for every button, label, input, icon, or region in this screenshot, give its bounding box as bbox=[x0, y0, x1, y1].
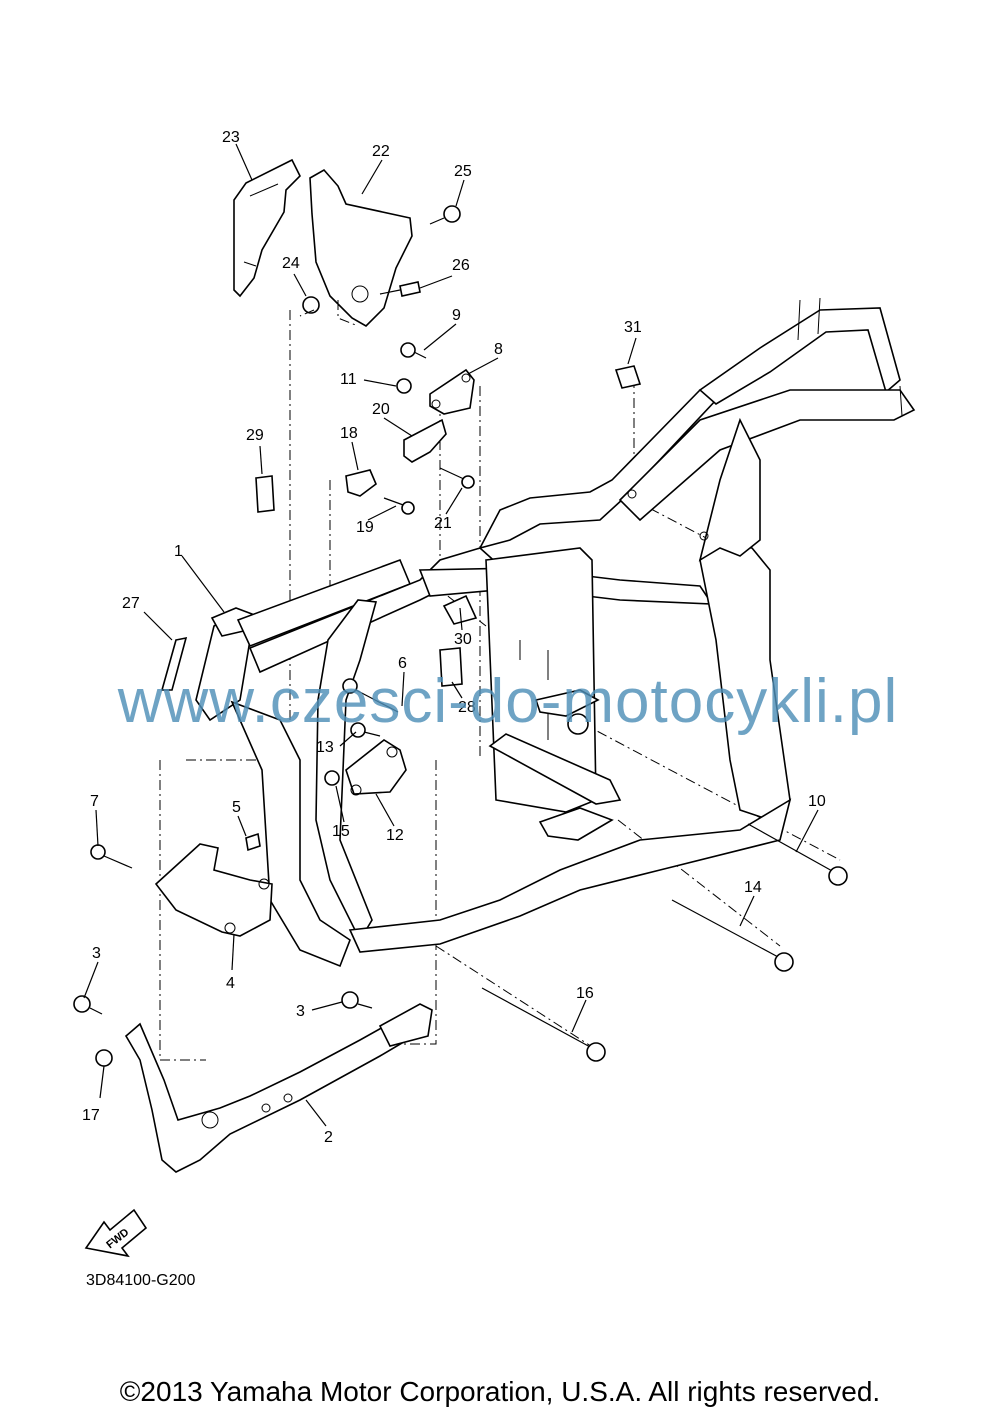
bracket-8 bbox=[429, 368, 475, 415]
collar-31 bbox=[614, 365, 642, 389]
callout-6: 6 bbox=[398, 655, 407, 672]
nut-11 bbox=[396, 378, 412, 394]
label-29 bbox=[255, 475, 275, 513]
callout-3a: 3 bbox=[92, 945, 101, 962]
bolt-21 bbox=[439, 467, 475, 489]
callout-21: 21 bbox=[434, 515, 452, 532]
main-frame bbox=[195, 297, 916, 968]
callout-28: 28 bbox=[458, 699, 476, 716]
bolt-14 bbox=[671, 899, 794, 972]
callout-27: 27 bbox=[122, 595, 140, 612]
callout-1: 1 bbox=[174, 543, 183, 560]
screw-26 bbox=[379, 281, 421, 297]
copyright-notice: ©2013 Yamaha Motor Corporation, U.S.A. A… bbox=[119, 1376, 881, 1407]
callout-20: 20 bbox=[372, 401, 390, 418]
fwd-arrow-icon: FWD bbox=[84, 1208, 148, 1258]
watermark-text: www.czesci-do-motocykli.pl bbox=[117, 667, 899, 736]
bolt-6 bbox=[342, 678, 399, 713]
callout-19: 19 bbox=[356, 519, 374, 536]
callout-13: 13 bbox=[316, 739, 334, 756]
callout-12: 12 bbox=[386, 827, 404, 844]
bracket-12 bbox=[345, 739, 407, 796]
bolt-25 bbox=[429, 205, 461, 225]
callout-24: 24 bbox=[282, 255, 300, 272]
side-cover-22 bbox=[309, 168, 413, 327]
callout-26: 26 bbox=[452, 257, 470, 274]
lower-cradle-2 bbox=[124, 1003, 433, 1173]
bracket-18 bbox=[345, 469, 377, 497]
callout-23: 23 bbox=[222, 129, 240, 146]
callout-5: 5 bbox=[232, 799, 241, 816]
callout-29: 29 bbox=[246, 427, 264, 444]
callout-4: 4 bbox=[226, 975, 235, 992]
callout-8: 8 bbox=[494, 341, 503, 358]
callout-7: 7 bbox=[90, 793, 99, 810]
bolt-9 bbox=[400, 342, 427, 359]
callout-25: 25 bbox=[454, 163, 472, 180]
bolt-19 bbox=[383, 497, 415, 515]
callout-30: 30 bbox=[454, 631, 472, 648]
bolt-10 bbox=[747, 823, 848, 886]
side-cover-23 bbox=[233, 158, 301, 298]
pad-27 bbox=[160, 636, 188, 691]
callout-18: 18 bbox=[340, 425, 358, 442]
engine-bracket-4 bbox=[154, 843, 273, 937]
nut-15 bbox=[324, 770, 340, 786]
diagram-code: 3D84100-G200 bbox=[86, 1272, 196, 1289]
callout-17: 17 bbox=[82, 1107, 100, 1124]
callout-2: 2 bbox=[324, 1129, 333, 1146]
callout-15: 15 bbox=[332, 823, 350, 840]
bolt-7 bbox=[90, 844, 133, 869]
callout-3b: 3 bbox=[296, 1003, 305, 1020]
callout-14: 14 bbox=[744, 879, 762, 896]
bolt-3-upper bbox=[73, 995, 103, 1015]
callout-9: 9 bbox=[452, 307, 461, 324]
leader-lines bbox=[83, 143, 819, 1127]
plate-5 bbox=[245, 832, 261, 852]
callout-10: 10 bbox=[808, 793, 826, 810]
bolt-16 bbox=[481, 987, 606, 1062]
nut-24 bbox=[302, 296, 320, 314]
bracket-20 bbox=[403, 418, 447, 463]
callout-31: 31 bbox=[624, 319, 642, 336]
label-28 bbox=[439, 647, 463, 687]
callout-11: 11 bbox=[340, 371, 357, 388]
bolt-3-lower bbox=[341, 991, 373, 1009]
callout-16: 16 bbox=[576, 985, 594, 1002]
callout-labels: 1 2 3 3 4 5 6 7 8 9 10 11 12 13 14 15 16… bbox=[82, 129, 826, 1146]
callout-22: 22 bbox=[372, 143, 390, 160]
nut-17 bbox=[95, 1049, 113, 1067]
